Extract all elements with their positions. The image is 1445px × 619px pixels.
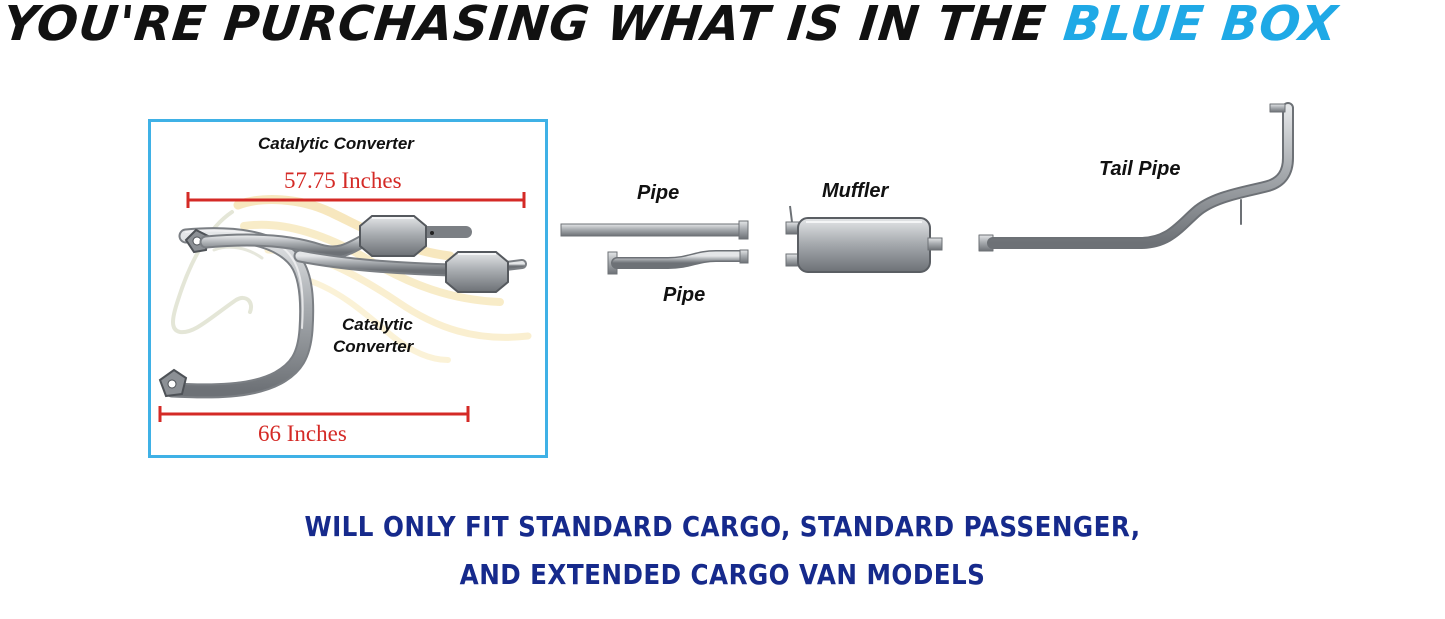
top-catalytic-converter-label: Catalytic Converter	[258, 134, 414, 153]
fitment-notice-line1: WILL ONLY FIT STANDARD CARGO, STANDARD P…	[304, 510, 1141, 543]
fitment-notice-line2: AND EXTENDED CARGO VAN MODELS	[459, 558, 986, 591]
catalytic-converter-upper	[359, 215, 434, 257]
bottom-dimension-text: 66 Inches	[258, 421, 347, 446]
muffler-label: Muffler	[822, 180, 889, 202]
top-dimension-text: 57.75 Inches	[284, 168, 402, 193]
lower-catalytic-converter-label-line2: Converter	[333, 337, 414, 356]
lower-catalytic-converter-label-line1: Catalytic	[342, 315, 413, 334]
tail-pipe-label: Tail Pipe	[1099, 158, 1181, 180]
intermediate-pipe-lower	[607, 249, 749, 275]
catalytic-converter-lower	[445, 251, 509, 293]
intermediate-pipe-upper	[560, 220, 749, 240]
exhaust-flange-lower	[158, 368, 188, 398]
blue-box-frame	[148, 119, 548, 458]
dimension-line-top	[186, 192, 526, 208]
muffler-assembly	[785, 205, 943, 273]
upper-pipe-label: Pipe	[637, 182, 680, 204]
tail-pipe-assembly	[978, 102, 1294, 252]
lower-header-pipe	[164, 227, 315, 399]
dimension-line-bottom	[158, 406, 470, 422]
lower-pipe-label: Pipe	[663, 284, 706, 306]
